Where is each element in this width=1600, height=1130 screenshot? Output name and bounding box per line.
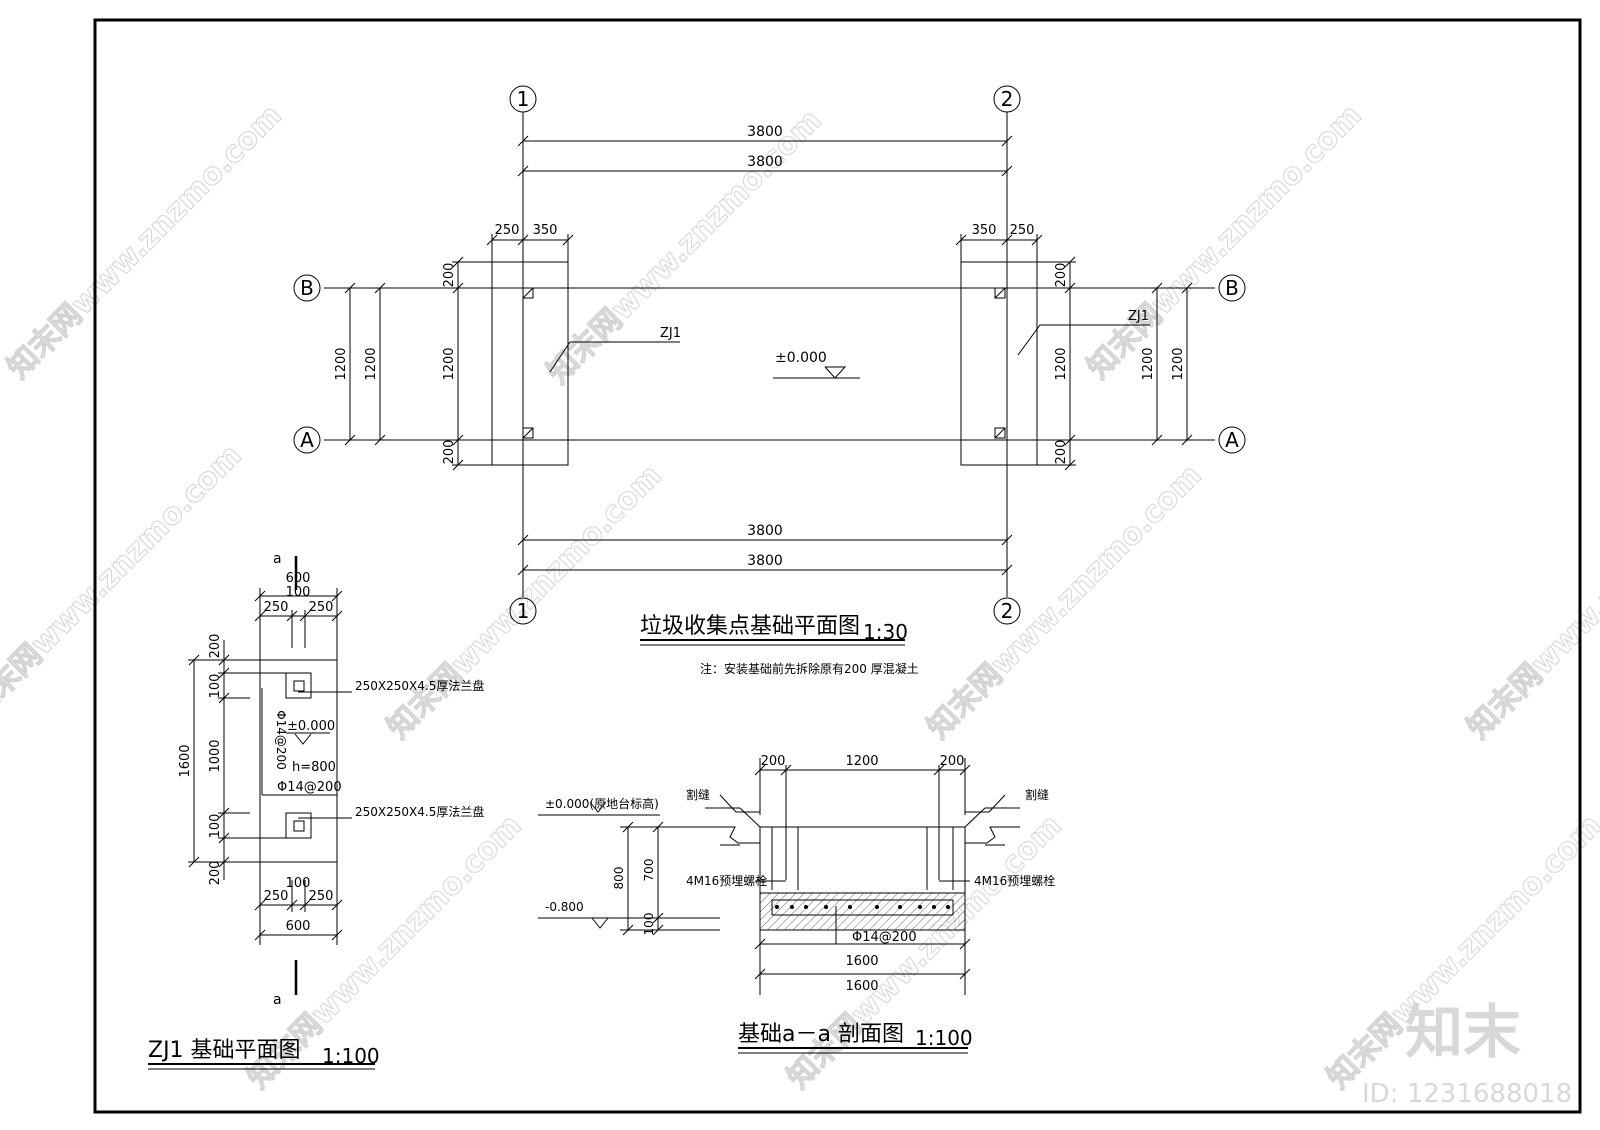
plan-title: 垃圾收集点基础平面图 bbox=[640, 614, 860, 639]
section-a-a bbox=[538, 758, 1020, 1054]
dim-text: 700 bbox=[642, 859, 656, 882]
elevation-top: ±0.000(原地台标高) bbox=[545, 796, 659, 811]
dim-text: 600 bbox=[286, 919, 311, 934]
dim-text: 200 bbox=[208, 861, 223, 886]
axis-label-1: 1 bbox=[517, 87, 530, 111]
section-mark: a bbox=[273, 992, 282, 1008]
zj1-label: ZJ1 bbox=[1128, 309, 1149, 324]
dim-text: 3800 bbox=[747, 154, 783, 170]
dim-text: 100 bbox=[286, 585, 311, 600]
dim-text: 1200 bbox=[1141, 347, 1156, 380]
zj1-title: ZJ1 基础平面图 bbox=[148, 1038, 301, 1063]
dim-text: 250 bbox=[495, 223, 520, 238]
zj1-foundation-plan bbox=[148, 556, 375, 1070]
dim-text: 1000 bbox=[208, 739, 223, 772]
dim-text: 250 bbox=[309, 889, 334, 904]
bolt-label: 4M16预埋螺栓 bbox=[686, 873, 767, 888]
dim-text: 800 bbox=[612, 867, 626, 890]
dim-text: 1600 bbox=[178, 744, 193, 777]
section-text: 200 1200 200 割缝 割缝 ±0.000(原地台标高) -0.800 … bbox=[545, 754, 1055, 1050]
section-title: 基础a－a 剖面图 bbox=[738, 1022, 904, 1047]
dim-text: 100 bbox=[286, 876, 311, 891]
dim-text: 600 bbox=[286, 571, 311, 586]
rebar-label: Φ14@200 bbox=[274, 710, 288, 770]
dim-text: 350 bbox=[972, 223, 997, 238]
dim-text: 1200 bbox=[442, 347, 457, 380]
watermark-text: 知末网www.znzmo.com bbox=[1, 98, 289, 386]
plan-scale: 1:30 bbox=[863, 620, 908, 644]
main-plan-text: 1 2 1 2 B A B A 3800 3800 3800 3800 250 … bbox=[300, 87, 1239, 676]
section-mark: a bbox=[273, 551, 282, 567]
axis-label-2: 2 bbox=[1001, 599, 1014, 623]
dim-text: 3800 bbox=[747, 124, 783, 140]
axis-label-1: 1 bbox=[517, 599, 530, 623]
axis-label-a: A bbox=[300, 428, 314, 452]
watermark-text: 知末网www.znzmo.com bbox=[541, 103, 829, 391]
section-rebar-dots bbox=[775, 905, 950, 909]
zj1-plan-text: a a 600 100 250 250 100 250 250 600 200 … bbox=[148, 551, 484, 1068]
main-foundation-plan bbox=[293, 85, 1246, 646]
watermark-id: ID: 1231688018 bbox=[1362, 1079, 1572, 1109]
dim-text: 1600 bbox=[845, 954, 878, 969]
bolt-label: 4M16预埋螺栓 bbox=[974, 873, 1055, 888]
dim-text: 200 bbox=[761, 754, 786, 769]
dim-text: 3800 bbox=[747, 553, 783, 569]
dim-text: 350 bbox=[533, 223, 558, 238]
axis-label-b: B bbox=[1225, 276, 1239, 300]
dim-text: 100 bbox=[208, 814, 223, 839]
dim-text: 200 bbox=[940, 754, 965, 769]
flange-label: 250X250X4.5厚法兰盘 bbox=[355, 804, 484, 819]
dim-text: 3800 bbox=[747, 523, 783, 539]
dim-text: 250 bbox=[264, 600, 289, 615]
watermark-layer: 知末网www.znzmo.com 知末网www.znzmo.com 知末网www… bbox=[0, 97, 1600, 1096]
dim-text: 1200 bbox=[1054, 347, 1069, 380]
section-scale: 1:100 bbox=[915, 1026, 973, 1050]
dim-text: 250 bbox=[264, 889, 289, 904]
plan-note: 注：安装基础前先拆除原有200 厚混凝土 bbox=[700, 661, 919, 676]
dim-text: 1600 bbox=[845, 979, 878, 994]
watermark-text: 知末网www.znzmo.com bbox=[921, 458, 1209, 746]
elevation-label: ±0.000 bbox=[287, 719, 335, 734]
elevation-bottom: -0.800 bbox=[545, 900, 584, 914]
flange-label: 250X250X4.5厚法兰盘 bbox=[355, 678, 484, 693]
axis-label-b: B bbox=[300, 276, 314, 300]
rebar-label: Φ14@200 bbox=[852, 930, 917, 945]
zj1-label: ZJ1 bbox=[660, 326, 681, 341]
height-label: h=800 bbox=[292, 760, 336, 775]
watermark-logo: 知末 bbox=[1405, 998, 1521, 1066]
axis-label-2: 2 bbox=[1001, 87, 1014, 111]
dim-text: 1200 bbox=[1171, 347, 1186, 380]
watermark-text: 知末网www.znzmo.com bbox=[1081, 98, 1369, 386]
sheet-border bbox=[93, 18, 1582, 1114]
zj1-scale: 1:100 bbox=[322, 1044, 380, 1068]
dim-text: 200 bbox=[1054, 440, 1069, 465]
dim-text: 100 bbox=[642, 913, 656, 936]
dim-text: 200 bbox=[442, 263, 457, 288]
dim-text: 200 bbox=[1054, 263, 1069, 288]
dim-text: 1200 bbox=[845, 754, 878, 769]
rebar-label: Φ14@200 bbox=[277, 780, 342, 795]
dim-text: 200 bbox=[208, 634, 223, 659]
dim-text: 250 bbox=[1010, 223, 1035, 238]
dim-text: 1200 bbox=[364, 347, 379, 380]
dim-text: 100 bbox=[208, 674, 223, 699]
axis-label-a: A bbox=[1225, 428, 1239, 452]
dim-text: 1200 bbox=[334, 347, 349, 380]
joint-label: 割缝 bbox=[686, 787, 710, 802]
dim-text: 250 bbox=[309, 600, 334, 615]
dim-text: 200 bbox=[442, 440, 457, 465]
elevation-label: ±0.000 bbox=[775, 350, 827, 366]
joint-label: 割缝 bbox=[1025, 787, 1049, 802]
